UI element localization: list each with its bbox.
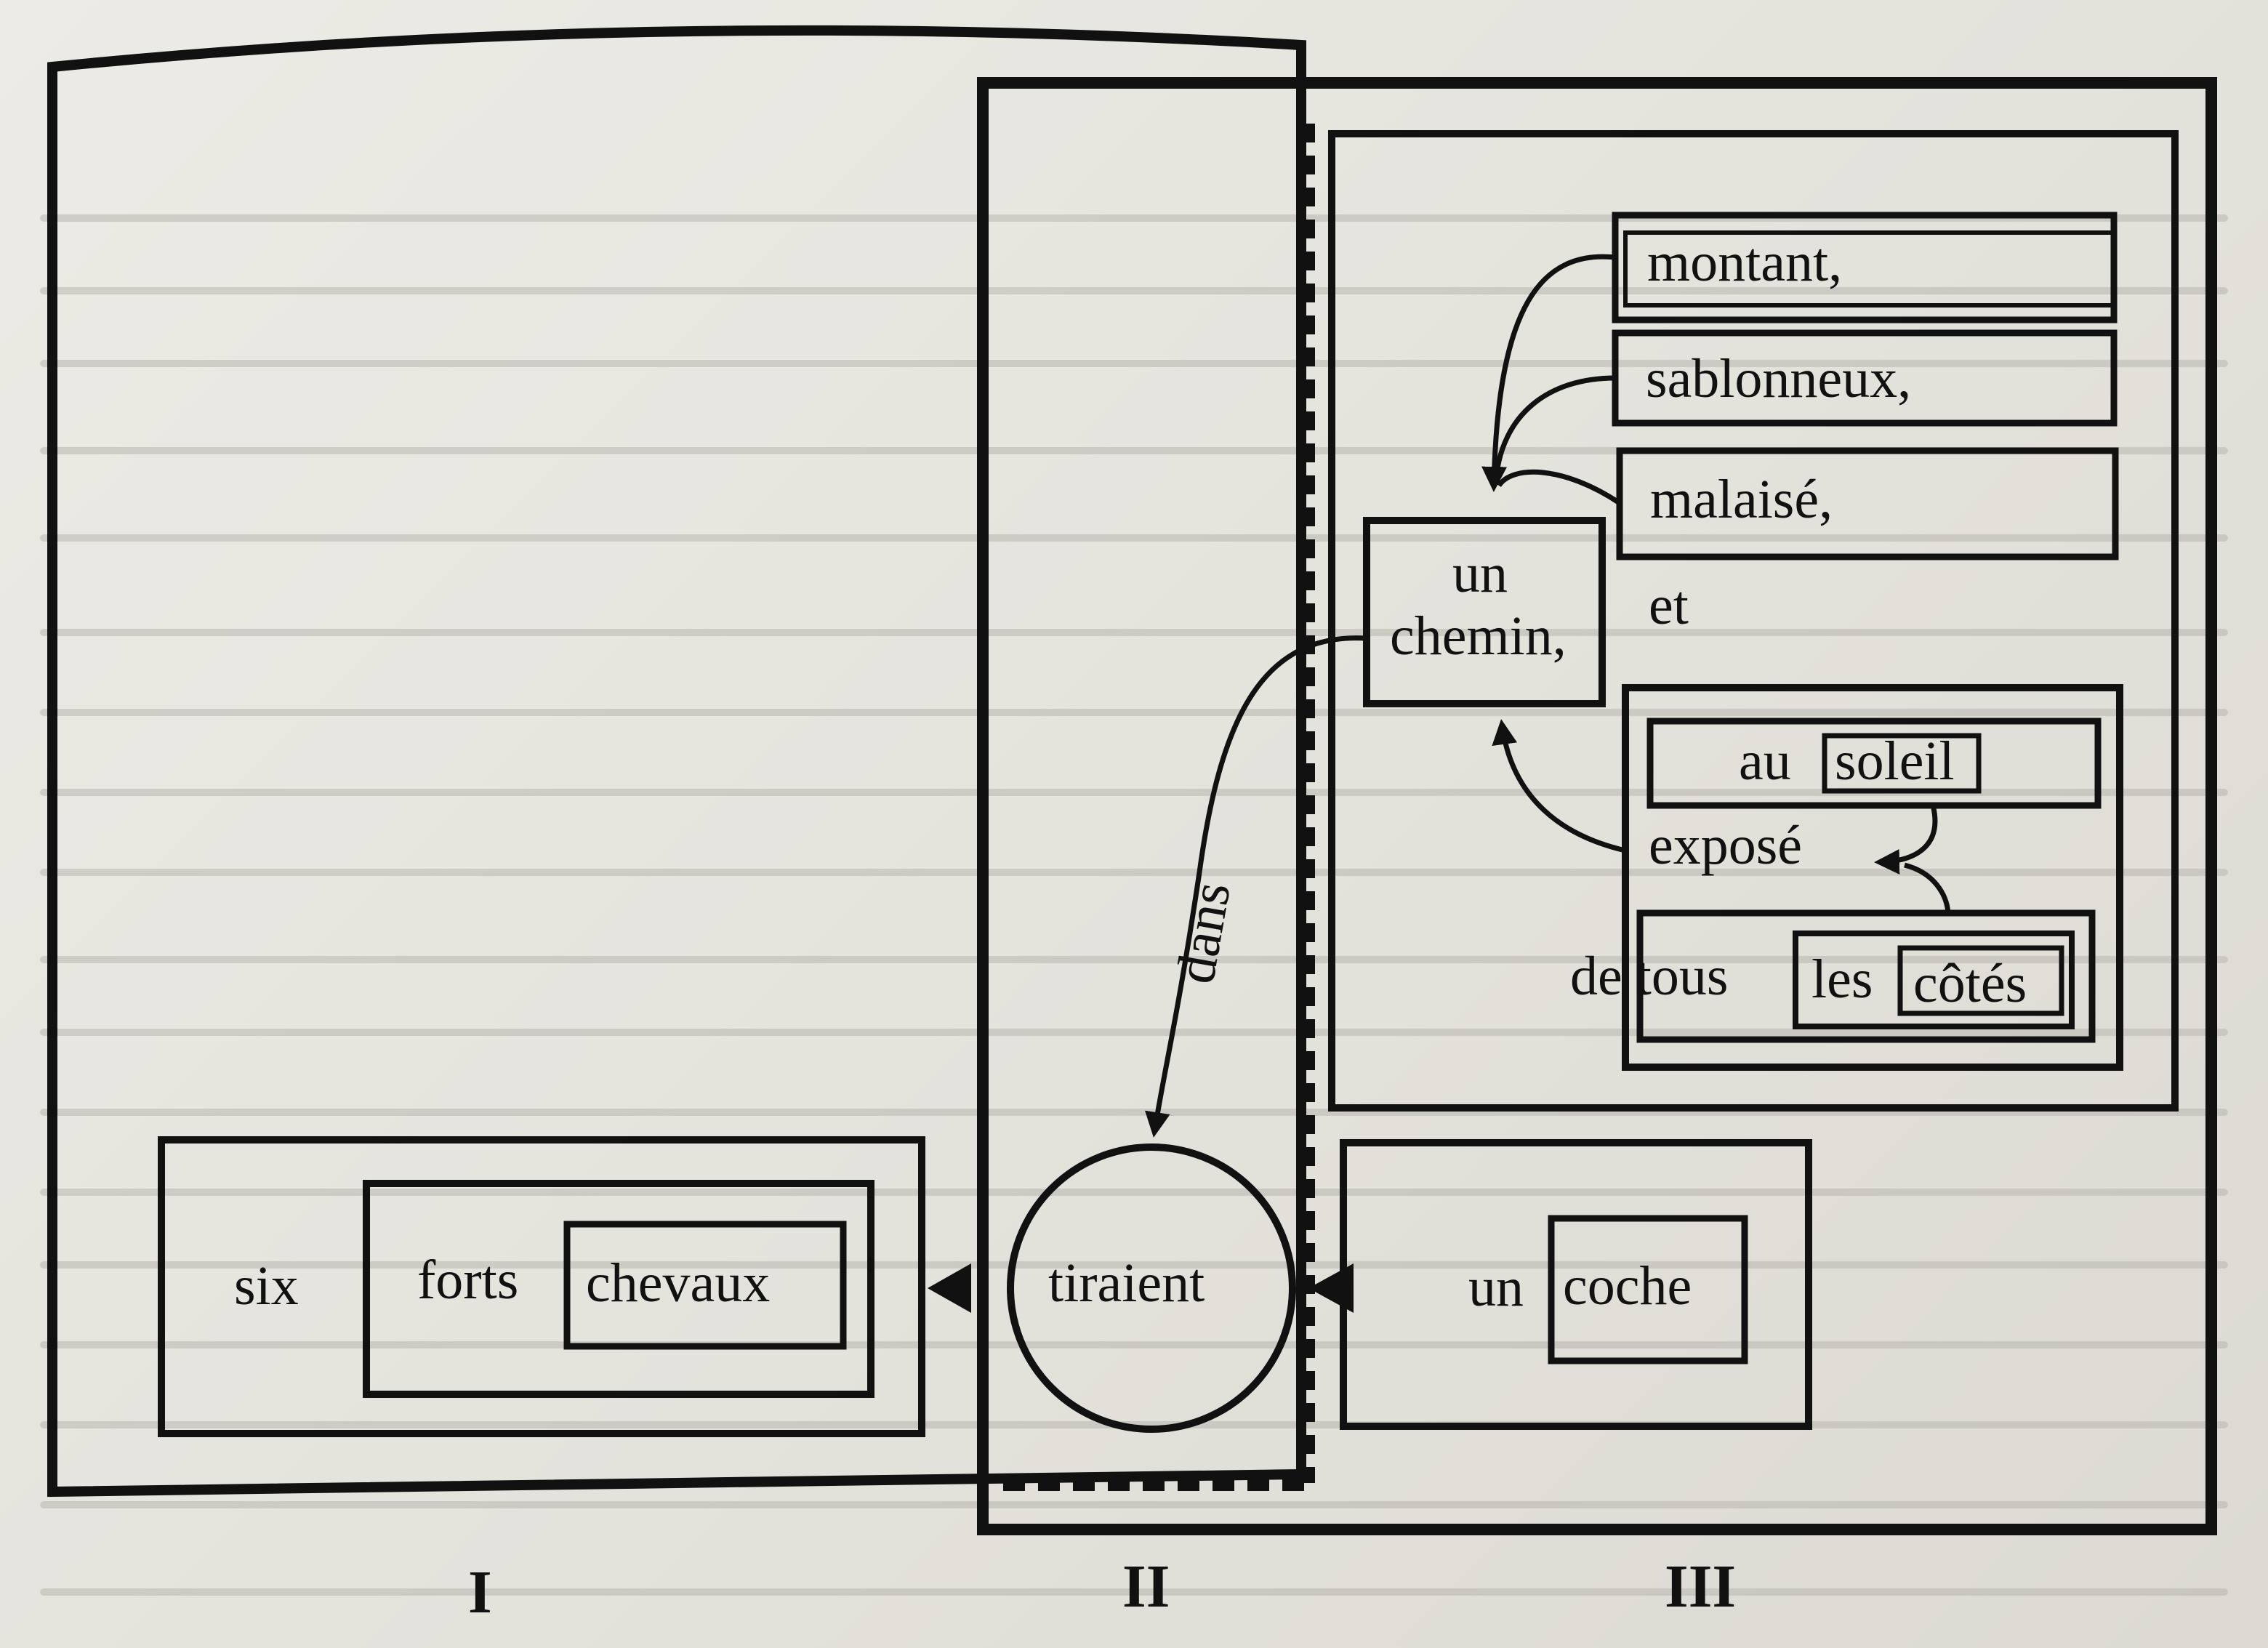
dotted-separator bbox=[1003, 124, 1315, 1491]
box-les-cotes bbox=[1793, 930, 2075, 1029]
word-sablonneux: sablonneux, bbox=[1646, 348, 1911, 409]
word-malaise: malaisé, bbox=[1650, 469, 1833, 530]
region-one-frame bbox=[47, 25, 1306, 1498]
word-montant: montant, bbox=[1647, 232, 1842, 293]
region-two-three-frame bbox=[977, 77, 2217, 1535]
word-au: au bbox=[1739, 731, 1791, 792]
word-les: les bbox=[1811, 949, 1873, 1010]
region-three-upper-frame bbox=[1328, 130, 2179, 1112]
word-chevaux: chevaux bbox=[586, 1253, 770, 1314]
box-coche bbox=[1548, 1215, 1748, 1364]
circle-tiraient bbox=[1007, 1143, 1296, 1433]
box-forts-chevaux bbox=[363, 1180, 874, 1398]
word-soleil: soleil bbox=[1835, 731, 1955, 792]
box-chevaux bbox=[563, 1221, 847, 1350]
box-soleil bbox=[1822, 733, 1982, 794]
label-region-three: III bbox=[1665, 1553, 1736, 1620]
box-un-chemin bbox=[1363, 517, 1606, 707]
word-un-chemin-2: chemin, bbox=[1390, 606, 1567, 667]
box-cotes bbox=[1897, 945, 2064, 1016]
label-region-one: I bbox=[468, 1559, 492, 1626]
word-de-tous: de tous bbox=[1570, 946, 1728, 1007]
word-six: six bbox=[234, 1255, 299, 1317]
box-au-soleil bbox=[1646, 718, 2102, 809]
word-et: et bbox=[1649, 575, 1689, 636]
word-un-chemin-1: un bbox=[1452, 543, 1508, 604]
word-coche: coche bbox=[1563, 1255, 1692, 1317]
arrows bbox=[1144, 254, 1951, 1138]
word-dans: dans bbox=[1165, 877, 1242, 988]
box-malaise bbox=[1616, 447, 2119, 560]
box-six-forts-chevaux bbox=[158, 1136, 925, 1437]
word-forts: forts bbox=[417, 1250, 518, 1311]
box-expose-outer bbox=[1622, 684, 2123, 1071]
label-region-two: II bbox=[1122, 1553, 1170, 1620]
word-cotes: côtés bbox=[1913, 953, 2027, 1014]
word-expose: exposé bbox=[1649, 815, 1802, 876]
word-tiraient: tiraient bbox=[1048, 1253, 1205, 1314]
box-de-tous-outer bbox=[1636, 909, 2096, 1043]
arrow-heads bbox=[928, 1263, 1354, 1313]
word-un-coche-1: un bbox=[1468, 1257, 1524, 1318]
box-montant-inner bbox=[1623, 230, 2116, 308]
